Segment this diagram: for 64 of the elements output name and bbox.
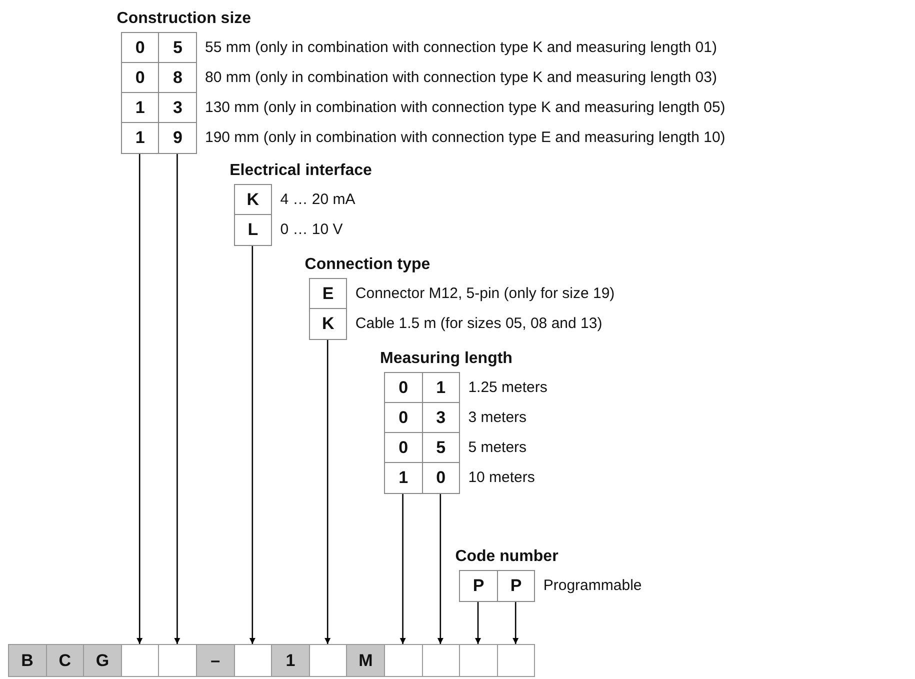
code-value: 8 (159, 63, 196, 93)
type-code-blank (234, 644, 272, 677)
option-description: 0 … 10 V (280, 220, 343, 240)
arrow (475, 602, 481, 644)
arrow (249, 246, 256, 644)
type-code-letter: M (346, 644, 385, 677)
option-description: 4 … 20 mA (280, 190, 356, 210)
code-value: 5 (422, 433, 460, 463)
option-description: Connector M12, 5-pin (only for size 19) (355, 284, 615, 304)
code-value: 1 (422, 373, 460, 403)
type-code-letter: 1 (271, 644, 310, 677)
type-code-letter: G (83, 644, 122, 677)
option-description: 190 mm (only in combination with connection type E and measuring length 10) (204, 128, 726, 148)
code-value: 5 (159, 33, 196, 63)
code-column (384, 372, 423, 494)
code-value: 1 (134, 127, 146, 149)
option-description: 3 meters (468, 408, 527, 428)
code-value: L (246, 219, 260, 241)
code-value: 9 (172, 127, 184, 149)
option-description: Programmable (543, 576, 642, 596)
arrow (512, 602, 519, 644)
code-column (308, 278, 348, 340)
option-description: 130 mm (only in combination with connection type K and measuring length 05) (204, 98, 726, 118)
group-heading: Measuring length (380, 349, 512, 369)
group-heading: Electrical interface (230, 161, 372, 181)
code-value: 1 (398, 467, 410, 489)
option-description: 10 meters (468, 468, 535, 488)
type-code-letter: C (46, 644, 84, 677)
option-description: 1.25 meters (468, 378, 548, 398)
code-value: P (509, 575, 523, 597)
arrow (174, 154, 180, 644)
code-value: K (234, 185, 272, 215)
code-column (234, 184, 272, 246)
type-code-blank (422, 644, 460, 677)
option-description: 55 mm (only in combination with connection type K and measuring length 01) (204, 38, 717, 58)
type-code-blank (158, 644, 197, 677)
type-code-letter: B (8, 644, 47, 677)
arrow (136, 154, 143, 644)
code-column (496, 570, 536, 602)
option-description: 80 mm (only in combination with connection type K and measuring length 03) (204, 68, 717, 88)
group-heading: Connection type (304, 255, 430, 275)
code-value: P (472, 575, 486, 597)
code-value: K (320, 313, 336, 335)
code-column (158, 32, 197, 154)
code-value: 3 (159, 93, 196, 123)
type-code-blank (308, 644, 348, 677)
type-code-blank (384, 644, 423, 677)
code-column (422, 372, 460, 494)
code-column (120, 32, 160, 154)
option-description: Cable 1.5 m (for sizes 05, 08 and 13) (355, 314, 602, 334)
code-value: E (310, 279, 346, 309)
arrow (437, 494, 444, 644)
group-heading: Construction size (116, 9, 252, 29)
option-description: 5 meters (468, 438, 527, 458)
type-code-blank (459, 644, 498, 677)
type-code-blank (120, 644, 160, 677)
arrow (324, 340, 331, 644)
type-code-letter: – (196, 644, 235, 677)
code-value: 0 (435, 467, 447, 489)
type-code-blank (496, 644, 536, 677)
group-heading: Code number (455, 547, 558, 567)
code-column (459, 570, 498, 602)
arrow (400, 494, 406, 644)
code-value: 3 (422, 403, 460, 433)
